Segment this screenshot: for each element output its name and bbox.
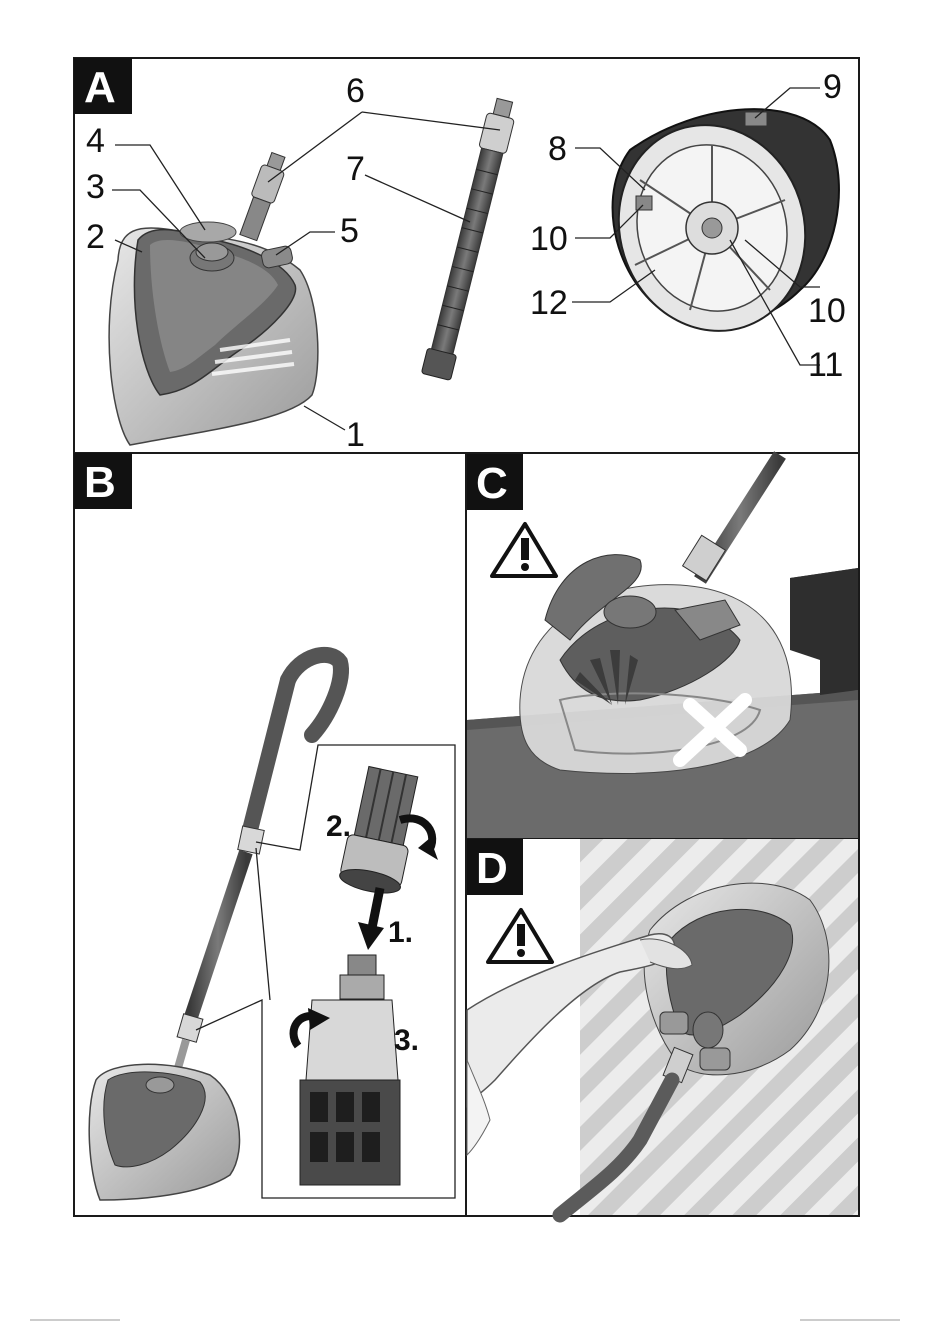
warning-triangle-icon bbox=[488, 910, 552, 962]
callout-3: 3 bbox=[86, 168, 105, 206]
panel-b-label: B bbox=[84, 458, 116, 507]
panel-b: B bbox=[74, 453, 455, 1200]
panel-c-label: C bbox=[476, 459, 508, 508]
callout-2: 2 bbox=[86, 218, 105, 256]
callout-12: 12 bbox=[530, 284, 568, 322]
panel-d: D bbox=[467, 839, 858, 1215]
callout-10-left: 10 bbox=[530, 220, 568, 258]
extension-tube-illustration bbox=[421, 97, 519, 381]
panel-d-label: D bbox=[476, 844, 508, 893]
zoom-connector-illustration bbox=[300, 955, 400, 1185]
callout-5: 5 bbox=[340, 212, 359, 250]
cleaner-underside-illustration bbox=[592, 101, 839, 356]
callout-8: 8 bbox=[548, 130, 567, 168]
warning-triangle-icon bbox=[492, 524, 556, 576]
step-2-label: 2. bbox=[326, 810, 351, 843]
surface-cleaner-illustration bbox=[109, 151, 318, 445]
cleaner-on-step-illustration bbox=[520, 455, 792, 773]
down-arrow-icon bbox=[358, 888, 384, 950]
callout-11: 11 bbox=[808, 346, 843, 384]
callout-7: 7 bbox=[346, 150, 365, 188]
step-3-label: 3. bbox=[394, 1024, 419, 1057]
panel-a-label: A bbox=[84, 63, 116, 112]
callout-6: 6 bbox=[346, 72, 365, 110]
panel-a: A bbox=[74, 58, 846, 454]
callout-10-right: 10 bbox=[808, 292, 846, 330]
callout-9: 9 bbox=[823, 68, 842, 106]
step-1-label: 1. bbox=[388, 916, 413, 949]
callout-1: 1 bbox=[346, 416, 365, 454]
panel-c: C bbox=[467, 454, 858, 838]
callout-4: 4 bbox=[86, 122, 105, 160]
